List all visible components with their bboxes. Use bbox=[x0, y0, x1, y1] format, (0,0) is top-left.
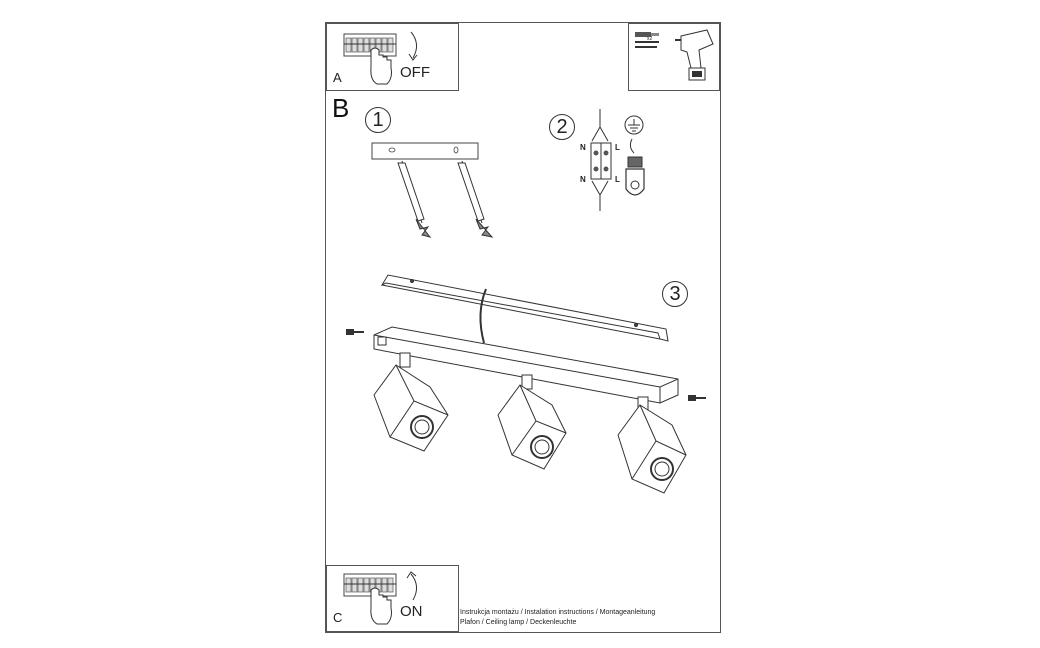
panel-letter-c: C bbox=[333, 610, 343, 625]
breaker-switch-icon bbox=[343, 573, 397, 597]
neutral-label-top: N bbox=[580, 143, 586, 152]
hand-icon bbox=[370, 587, 392, 625]
hand-icon bbox=[370, 47, 392, 85]
step-number-2: 2 bbox=[549, 114, 575, 140]
arrow-up-icon bbox=[406, 571, 417, 601]
screw-count: x2 bbox=[647, 36, 653, 42]
panel-a-power-off: A OFF bbox=[326, 23, 459, 91]
panel-c-power-on: C ON bbox=[326, 565, 459, 632]
panel-letter-a: A bbox=[333, 70, 342, 85]
on-label: ON bbox=[400, 603, 423, 620]
neutral-label-bottom: N bbox=[580, 175, 586, 184]
terminal-block-icon bbox=[590, 109, 612, 211]
tools-panel: x2 bbox=[628, 23, 720, 91]
footer-line-2: Plafon / Ceiling lamp / Deckenleuchte bbox=[460, 619, 577, 626]
step-number-1: 1 bbox=[365, 107, 391, 133]
footer-caption: Instrukcja montażu / Instalation instruc… bbox=[460, 608, 655, 628]
panel-letter-b: B bbox=[332, 93, 350, 123]
step-number-3: 3 bbox=[662, 281, 688, 307]
wall-plug-icon bbox=[397, 160, 494, 238]
instruction-sheet: A OFF x2 B 1 2 3 bbox=[325, 22, 721, 633]
live-label-top: L bbox=[615, 143, 620, 152]
breaker-switch-icon bbox=[343, 33, 397, 57]
arrow-down-icon bbox=[408, 31, 418, 61]
live-label-bottom: L bbox=[615, 175, 620, 184]
screw-icon bbox=[635, 32, 659, 48]
ground-symbol-icon bbox=[624, 115, 645, 196]
footer-line-1: Instrukcja montażu / Instalation instruc… bbox=[460, 609, 656, 616]
mounting-bracket bbox=[371, 142, 479, 160]
off-label: OFF bbox=[400, 64, 430, 81]
drill-icon bbox=[675, 29, 714, 81]
ceiling-lamp-assembly bbox=[346, 274, 706, 494]
